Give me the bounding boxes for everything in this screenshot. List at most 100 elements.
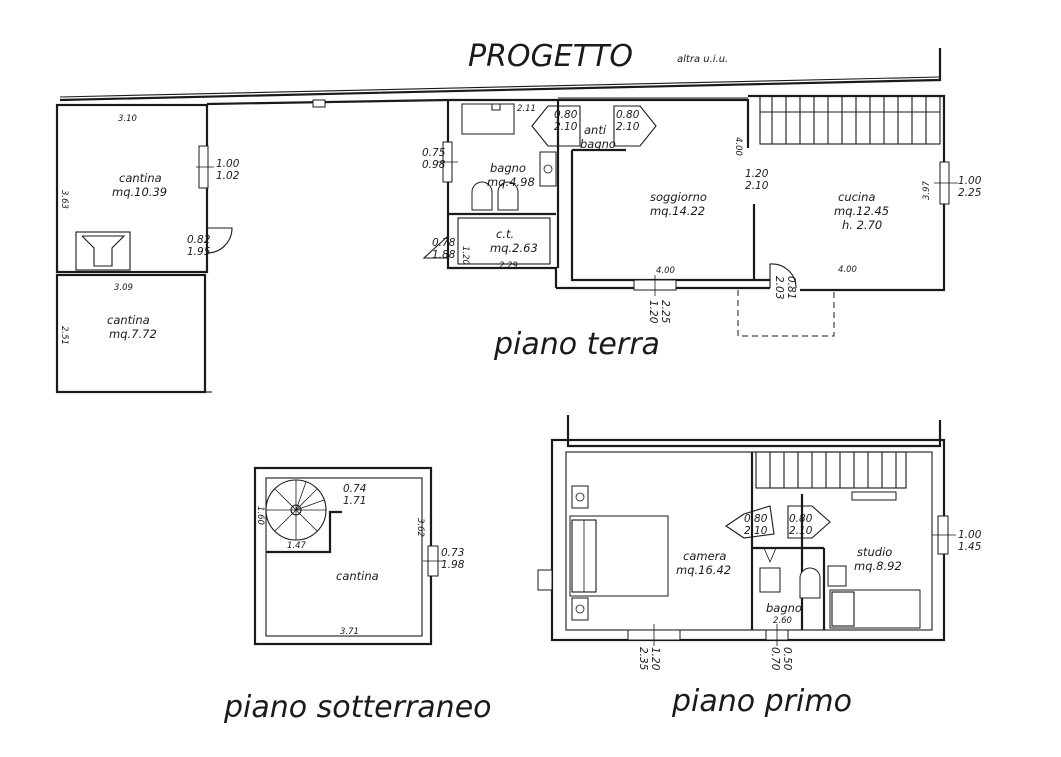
room-primo-bagno-name: bagno	[766, 601, 802, 615]
header: PROGETTO altra u.i.u.	[468, 39, 728, 74]
dim-ct-height: 1.20	[460, 246, 470, 265]
caption-piano-sotterraneo: piano sotterraneo	[223, 690, 492, 725]
piano-terra-plan: 3.10 3.63 cantina mq.10.39 1.00 1.02 0.8…	[55, 48, 982, 394]
subtitle: altra u.i.u.	[677, 54, 728, 65]
room-cantina-1-area: mq.10.39	[112, 185, 167, 199]
dim-door-entrance-w: 0.81	[785, 276, 797, 299]
entrance-door	[769, 263, 797, 289]
room-studio-area: mq.8.92	[854, 559, 902, 573]
spiral-step	[295, 481, 307, 511]
soggiorno-walls-bottom	[570, 150, 770, 282]
dim-window-sotterraneo-h: 1.98	[441, 559, 465, 571]
spiral-step	[274, 488, 297, 511]
room-cantina-2-area: mq.7.72	[109, 327, 157, 341]
cantina-2-walls	[55, 273, 207, 394]
soggiorno-walls-top	[558, 98, 750, 148]
room-cantina-1-name: cantina	[119, 171, 162, 185]
dim-ct-width: 2.29	[499, 261, 518, 271]
piano-primo-plan: 0.80 2.10 0.80 2.10 camera mq.16.42 stud…	[537, 415, 982, 719]
studio-bed	[829, 589, 921, 629]
dim-window-cantina-1-w: 1.00	[216, 158, 240, 170]
bath-block	[422, 97, 748, 288]
dim-cantina-2-width: 3.09	[114, 283, 133, 293]
dim-cantina-1-height: 3.63	[59, 190, 69, 209]
dim-stair-side: 1.60	[255, 506, 265, 525]
dim-window-studio-h: 1.45	[958, 541, 982, 553]
dim-soggiorno-width: 4.00	[656, 266, 675, 276]
primo-stairs	[755, 451, 907, 501]
primo-chimney	[537, 569, 553, 591]
room-antibagno-name-1: anti	[584, 123, 607, 137]
room-soggiorno-area: mq.14.22	[650, 204, 705, 218]
dim-window-bagno-h: 0.98	[422, 159, 446, 171]
dim-door-camera-h: 2.10	[744, 525, 768, 537]
camera-bed	[569, 485, 669, 621]
corridor-top-wall	[206, 98, 449, 106]
bed	[569, 515, 669, 597]
room-camera-area: mq.16.42	[676, 563, 731, 577]
room-bagno-area: mq.4.98	[487, 175, 535, 189]
room-antibagno-name-2: bagno	[580, 137, 616, 151]
nightstand-bottom	[571, 597, 589, 621]
dim-window-camera-w: 1.20	[649, 647, 661, 671]
dim-sotterraneo-height: 3.62	[415, 518, 425, 537]
studio-pillow	[831, 591, 855, 627]
room-studio-name: studio	[857, 545, 892, 559]
dim-shower: 2.11	[517, 104, 536, 114]
dim-door-anti-right-h: 2.10	[616, 121, 640, 133]
wc	[471, 181, 493, 211]
dim-window-bagno-w: 0.75	[422, 147, 446, 159]
room-soggiorno-name: soggiorno	[650, 190, 707, 204]
dim-door-studio-h: 2.10	[789, 525, 813, 537]
room-sotterraneo-cantina: cantina	[336, 569, 379, 583]
fireplace-hood	[81, 235, 126, 267]
spiral-stair	[265, 479, 327, 541]
lamp-bottom	[575, 604, 585, 614]
shower-drain	[491, 103, 501, 111]
dim-window-camera-h: 2.35	[637, 647, 649, 671]
dim-door-anti-right-w: 0.80	[616, 109, 640, 121]
porch-outline	[737, 290, 835, 337]
dim-opening-w: 1.20	[745, 168, 769, 180]
spiral-step	[274, 509, 297, 532]
dim-window-bath-h: 0.70	[769, 647, 781, 671]
primo-sink	[759, 567, 781, 593]
studio-nightstand	[827, 565, 847, 587]
dim-cantina-2-height: 2.51	[59, 326, 69, 345]
dim-window-sotterraneo-w: 0.73	[441, 547, 464, 559]
fireplace	[75, 231, 131, 271]
room-cantina-2-name: cantina	[107, 313, 150, 327]
lamp-top	[575, 492, 585, 502]
dim-door-cantina-1-w: 0.82	[187, 234, 211, 246]
dim-window-bath-w: 0.50	[781, 647, 793, 671]
spiral-step	[295, 488, 318, 511]
stairs	[759, 95, 941, 145]
dim-opening-h: 2.10	[745, 180, 769, 192]
dim-stair-opening-h: 1.71	[343, 495, 366, 507]
corridor-vent	[312, 99, 326, 108]
antibagno-door-right	[613, 105, 657, 147]
ct-door	[422, 235, 449, 259]
shower-tray	[461, 103, 515, 135]
caption-piano-terra: piano terra	[493, 327, 660, 362]
dim-window-soggiorno-h: 2.25	[659, 300, 671, 324]
stairs-outline	[759, 95, 941, 145]
dim-cucina-width: 4.00	[838, 265, 857, 275]
main-rooms	[556, 94, 958, 337]
dim-door-anti-left-w: 0.80	[554, 109, 578, 121]
nightstand-top	[571, 485, 589, 509]
dim-door-camera-w: 0.80	[744, 513, 768, 525]
primo-inner-walls	[565, 451, 933, 631]
cantina-block	[55, 103, 233, 394]
landing-rail	[851, 491, 897, 501]
dim-cucina-height: 3.97	[922, 180, 932, 200]
room-cucina-name: cucina	[838, 190, 875, 204]
stair-enclosure	[266, 510, 342, 554]
dim-stair-opening-w: 0.74	[343, 483, 366, 495]
spiral-step	[295, 499, 325, 511]
studio-door	[787, 505, 831, 539]
dim-window-cucina-h: 2.25	[958, 187, 982, 199]
room-cucina-area: mq.12.45	[834, 204, 889, 218]
neighbour-boundary-inner	[59, 76, 941, 98]
